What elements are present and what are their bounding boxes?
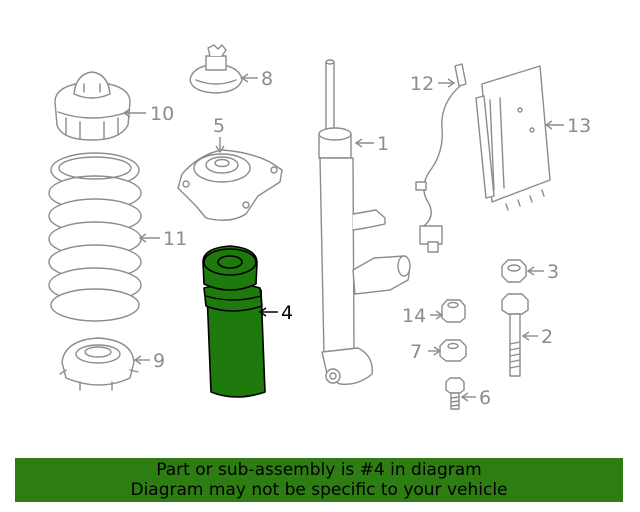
part-4-bump-stop-boot xyxy=(202,245,266,398)
part-9-spring-seat xyxy=(59,337,139,391)
callout-1: 1 xyxy=(377,133,389,155)
banner-line-1: Part or sub-assembly is #4 in diagram xyxy=(156,460,482,480)
callout-14: 14 xyxy=(402,305,426,327)
part-13-control-module xyxy=(475,65,551,211)
callout-10: 10 xyxy=(150,103,174,125)
part-8-top-cap xyxy=(189,44,243,94)
part-7-nut xyxy=(439,339,467,362)
part-14-nut xyxy=(441,299,466,323)
info-banner: Part or sub-assembly is #4 in diagram Di… xyxy=(15,458,623,502)
part-1-shock-absorber xyxy=(318,59,411,385)
callout-11: 11 xyxy=(163,228,187,250)
callout-4: 4 xyxy=(281,302,293,324)
callout-2: 2 xyxy=(541,326,553,348)
part-12-sensor xyxy=(415,63,467,253)
part-10-spring-isolator xyxy=(54,71,131,141)
callout-3: 3 xyxy=(547,261,559,283)
part-6-small-bolt xyxy=(445,377,465,410)
banner-line-2: Diagram may not be specific to your vehi… xyxy=(130,480,508,500)
callout-8: 8 xyxy=(261,68,273,90)
callout-6: 6 xyxy=(479,387,491,409)
callout-7: 7 xyxy=(410,341,422,363)
callout-13: 13 xyxy=(567,115,591,137)
callout-9: 9 xyxy=(153,350,165,372)
callout-12: 12 xyxy=(410,73,434,95)
part-5-strut-mount xyxy=(177,149,283,221)
parts-diagram: 10 11 9 8 5 xyxy=(48,44,591,410)
part-11-coil-spring xyxy=(48,152,142,322)
part-2-bolt xyxy=(501,293,529,377)
callout-5: 5 xyxy=(213,115,225,137)
part-3-nut xyxy=(501,259,527,283)
